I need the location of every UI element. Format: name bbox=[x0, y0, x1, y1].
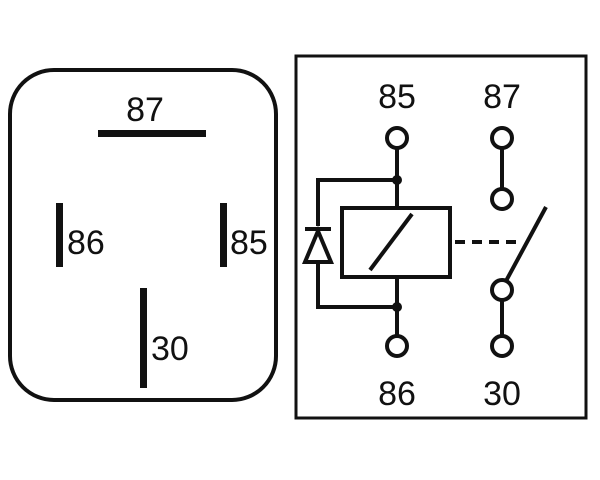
terminal-30 bbox=[490, 334, 514, 358]
pin-85-label: 85 bbox=[230, 224, 268, 262]
pin-87-blade bbox=[98, 130, 206, 137]
suppression-diode-icon bbox=[301, 225, 335, 264]
contact-87-upper bbox=[490, 187, 514, 211]
diode-wire-top bbox=[316, 178, 397, 226]
pin-85-blade bbox=[220, 203, 227, 267]
schematic-label-30: 30 bbox=[483, 375, 521, 413]
relay-schematic: 85 87 86 30 bbox=[294, 54, 588, 420]
schematic-label-86: 86 bbox=[378, 375, 416, 413]
pin-86-label: 86 bbox=[67, 224, 105, 262]
terminal-86 bbox=[385, 334, 409, 358]
switch-lever bbox=[504, 206, 548, 282]
pin-87-label: 87 bbox=[126, 91, 164, 129]
pin-30-label: 30 bbox=[151, 330, 189, 368]
terminal-87 bbox=[490, 126, 514, 150]
contact-30-lower bbox=[490, 278, 514, 302]
pin-30-blade bbox=[140, 288, 147, 388]
pin-86-blade bbox=[56, 203, 63, 267]
footprint-outline bbox=[8, 68, 278, 402]
terminal-85 bbox=[385, 126, 409, 150]
relay-footprint: 87 86 85 30 bbox=[8, 68, 278, 402]
schematic-label-85: 85 bbox=[378, 78, 416, 116]
diode-wire-bottom bbox=[316, 262, 397, 309]
schematic-frame bbox=[294, 54, 588, 420]
relay-coil-icon bbox=[340, 206, 452, 279]
schematic-label-87: 87 bbox=[483, 78, 521, 116]
